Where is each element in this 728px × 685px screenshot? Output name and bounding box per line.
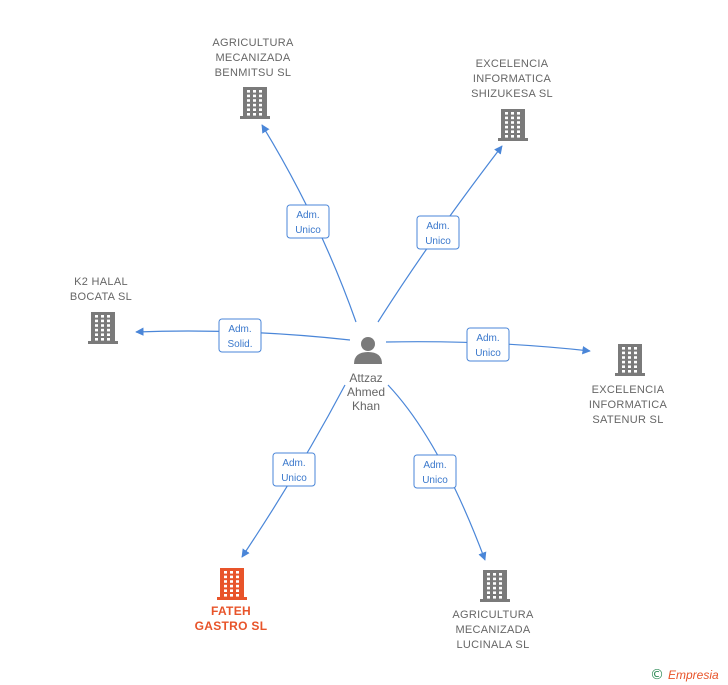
company-name-line: K2 HALAL (74, 276, 128, 288)
role-text: Adm. (282, 458, 305, 469)
role-text: Unico (425, 236, 451, 247)
person-icon[interactable] (354, 337, 382, 364)
role-text: Solid. (227, 339, 252, 350)
building-icon[interactable] (88, 312, 118, 344)
company-label-excelencia-satenur[interactable]: EXCELENCIA INFORMATICA SATENUR SL (589, 384, 668, 426)
company-name-line: INFORMATICA (589, 399, 668, 411)
role-badge-k2-halal-bocata[interactable]: Adm. Solid. (218, 318, 262, 353)
company-name-line: INFORMATICA (473, 73, 552, 85)
brand-logo-text: Empresia (668, 668, 719, 682)
building-icon[interactable] (217, 568, 247, 600)
role-badge-excelencia-satenur[interactable]: Adm. Unico (466, 327, 510, 362)
role-text: Adm. (423, 460, 446, 471)
company-name-line: AGRICULTURA (452, 609, 534, 621)
company-nodes: AGRICULTURA MECANIZADA BENMITSU SL EXCELENC… (70, 37, 668, 651)
company-name-line: AGRICULTURA (212, 37, 294, 49)
company-name-line: SHIZUKESA SL (471, 88, 553, 100)
role-text: Unico (422, 475, 448, 486)
role-badge-fateh-gastro[interactable]: Adm. Unico (272, 452, 316, 487)
company-name-line: GASTRO SL (195, 619, 268, 633)
role-text: Unico (475, 348, 501, 359)
company-name-line: SATENUR SL (592, 414, 663, 426)
company-label-excelencia-shizukesa[interactable]: EXCELENCIA INFORMATICA SHIZUKESA SL (471, 58, 553, 100)
role-badge-excelencia-shizukesa[interactable]: Adm. Unico (416, 215, 460, 250)
role-text: Adm. (476, 333, 499, 344)
company-label-k2-halal-bocata[interactable]: K2 HALAL BOCATA SL (70, 276, 132, 303)
company-name-line: MECANIZADA (455, 624, 530, 636)
role-text: Adm. (228, 324, 251, 335)
person-name-line: Ahmed (347, 385, 385, 399)
company-name-line: BENMITSU SL (215, 67, 292, 79)
role-text: Adm. (426, 221, 449, 232)
copyright-symbol: © (650, 667, 664, 683)
role-text: Unico (281, 473, 307, 484)
person-name-line: Khan (352, 399, 380, 413)
role-badge-agricultura-lucinala[interactable]: Adm. Unico (413, 454, 457, 489)
building-icon[interactable] (615, 344, 645, 376)
building-icon[interactable] (480, 570, 510, 602)
person-name-line: Attzaz (349, 371, 382, 385)
company-name-line: BOCATA SL (70, 291, 132, 303)
company-name-line: MECANIZADA (215, 52, 290, 64)
company-name-line: FATEH (211, 604, 251, 618)
company-label-agricultura-lucinala[interactable]: AGRICULTURA MECANIZADA LUCINALA SL (452, 609, 534, 651)
footer-brand: © Empresia (650, 667, 719, 683)
company-name-line: EXCELENCIA (592, 384, 665, 396)
company-name-line: EXCELENCIA (476, 58, 549, 70)
role-text: Adm. (296, 210, 319, 221)
company-label-agricultura-benmitsu[interactable]: AGRICULTURA MECANIZADA BENMITSU SL (212, 37, 294, 79)
role-text: Unico (295, 225, 321, 236)
building-icon[interactable] (498, 109, 528, 141)
role-badge-agricultura-benmitsu[interactable]: Adm. Unico (286, 204, 330, 239)
building-icon[interactable] (240, 87, 270, 119)
company-name-line: LUCINALA SL (456, 639, 529, 651)
